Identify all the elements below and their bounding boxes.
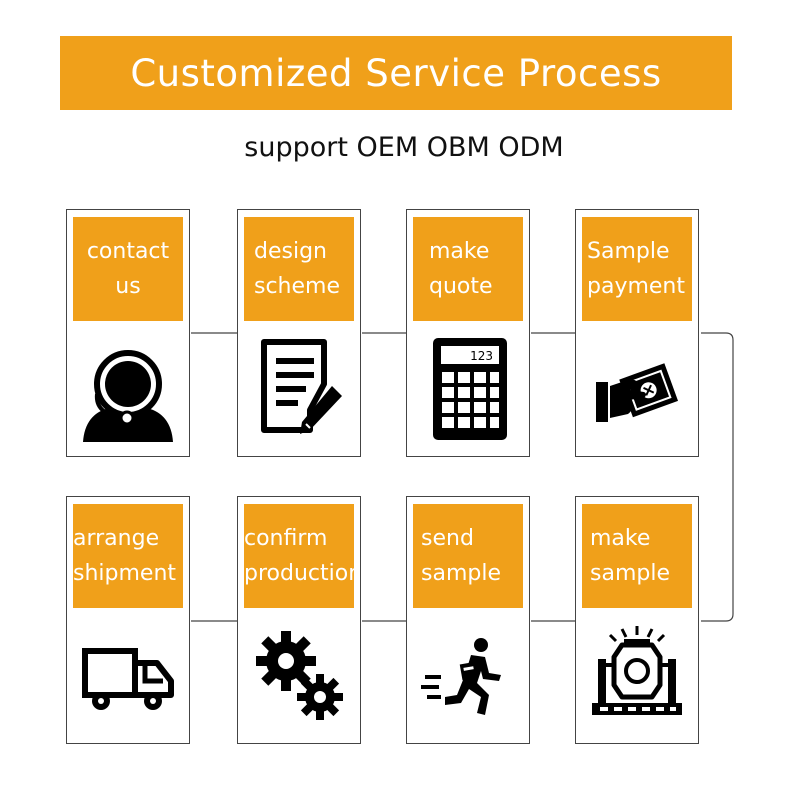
step-label-line: send	[421, 526, 474, 551]
step-label-line: sample	[421, 561, 501, 586]
step-label-box: send sample	[413, 504, 523, 608]
step-label-box: design scheme	[244, 217, 354, 321]
step-label-line: production	[244, 561, 354, 586]
document-pencil-icon	[250, 334, 348, 444]
step-card-make-sample: make sample	[575, 496, 699, 744]
step-card-send-sample: send sample	[406, 496, 530, 744]
step-card-make-quote: make quote 123	[406, 209, 530, 457]
step-label-line: make	[590, 526, 651, 551]
step-label-line: payment	[587, 274, 686, 299]
step-label-line: contact	[86, 239, 170, 264]
step-label-line: design	[254, 239, 327, 264]
step-card-sample-payment: Sample payment	[575, 209, 699, 457]
machine-icon	[588, 621, 686, 731]
step-label-line: scheme	[254, 274, 341, 299]
step-label-line: quote	[429, 274, 493, 299]
step-label-line: make	[429, 239, 490, 264]
step-label-line: sample	[590, 561, 670, 586]
step-label-box: confirm production	[244, 504, 354, 608]
step-label-box: contact us	[73, 217, 183, 321]
step-label-line: arrange	[73, 526, 160, 551]
step-label-line: shipment	[73, 561, 177, 586]
step-label-line: confirm	[244, 526, 328, 551]
customer-service-headset-icon	[79, 334, 177, 444]
step-label-box: Sample payment	[582, 217, 692, 321]
delivery-truck-icon	[79, 621, 177, 731]
step-label-box: make quote	[413, 217, 523, 321]
step-card-design-scheme: design scheme	[237, 209, 361, 457]
gears-icon	[250, 621, 348, 731]
svg-text:123: 123	[470, 349, 493, 363]
title-banner: Customized Service Process	[60, 36, 732, 110]
calculator-icon: 123	[419, 334, 517, 444]
step-card-arrange-shipment: arrange shipment	[66, 496, 190, 744]
page-title: Customized Service Process	[130, 51, 662, 95]
step-card-contact-us: contact us	[66, 209, 190, 457]
step-label-box: arrange shipment	[73, 504, 183, 608]
step-label-box: make sample	[582, 504, 692, 608]
step-label-line: Sample	[587, 239, 670, 264]
hand-payment-icon	[588, 334, 686, 444]
page-subtitle: support OEM OBM ODM	[244, 132, 564, 163]
running-courier-icon	[419, 621, 517, 731]
step-card-confirm-production: confirm production	[237, 496, 361, 744]
step-label-line: us	[115, 274, 141, 299]
